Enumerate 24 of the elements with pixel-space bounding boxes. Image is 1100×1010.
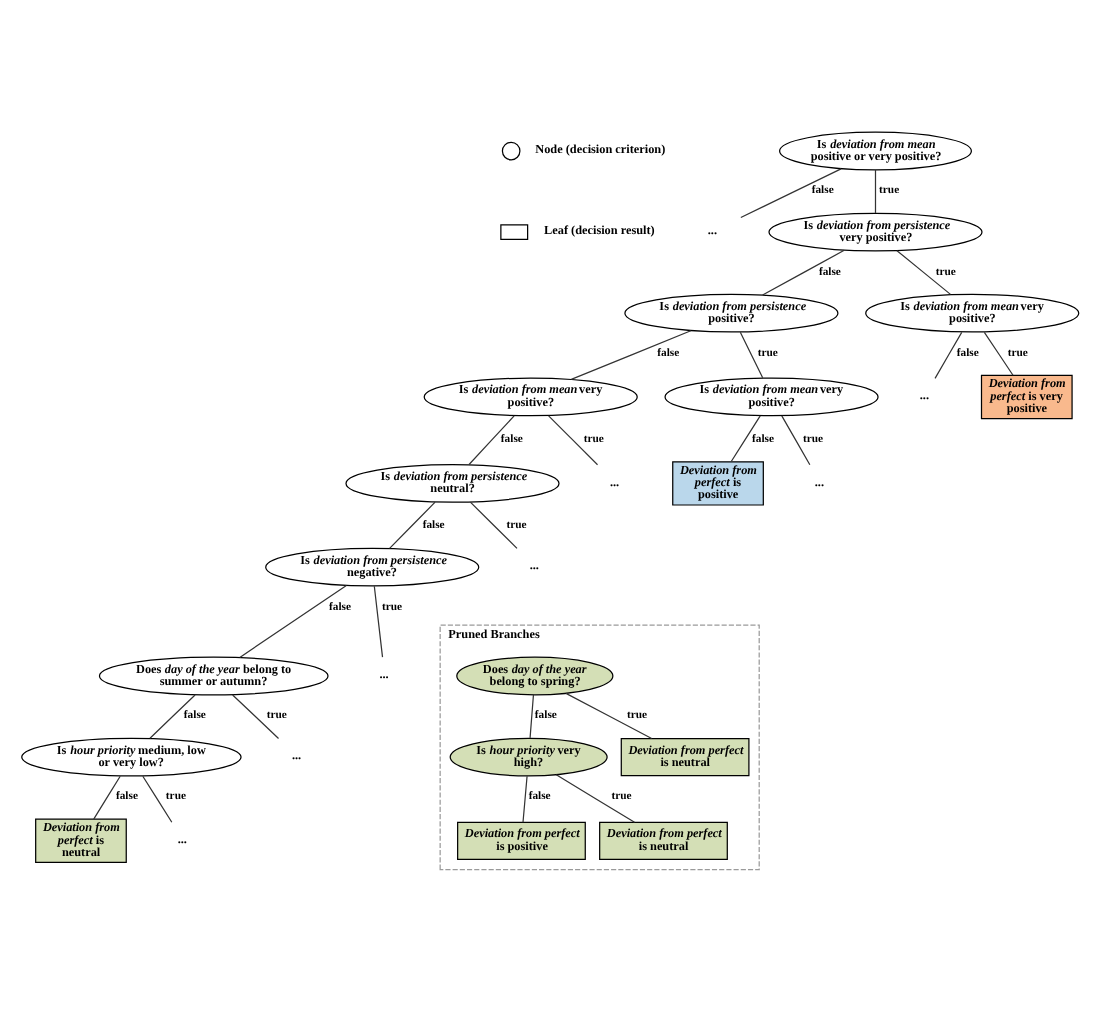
connector: [896, 250, 952, 295]
connector: [555, 774, 636, 823]
connector: [781, 415, 811, 466]
connector: [529, 694, 535, 739]
connector: [565, 692, 653, 740]
connector: [373, 585, 384, 658]
connector: [239, 584, 348, 659]
connector: [149, 694, 196, 739]
connector: [730, 415, 761, 463]
connector: [468, 415, 515, 466]
connector: [739, 331, 764, 379]
connector: [740, 168, 842, 219]
connector: [983, 331, 1014, 376]
connector: [389, 501, 436, 550]
connector: [469, 501, 518, 550]
connector: [142, 775, 173, 823]
connector: [874, 169, 877, 214]
connector: [570, 330, 692, 380]
connector: [762, 249, 845, 296]
connector: [93, 775, 121, 820]
connector: [934, 331, 963, 379]
connector: [232, 694, 280, 740]
connector: [548, 415, 599, 466]
connector: [522, 775, 528, 823]
